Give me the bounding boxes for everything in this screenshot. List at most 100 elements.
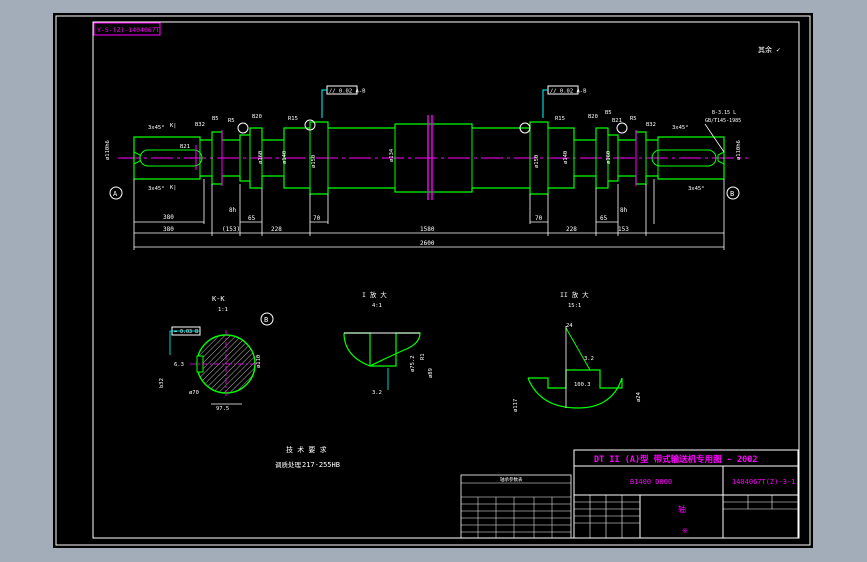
section-k-dim-110: ø110	[256, 355, 262, 368]
section-k-dim-975: 97.5	[216, 406, 229, 412]
dim-65-left: 65	[248, 215, 256, 222]
roughness-note: 其余 ✓	[758, 45, 780, 54]
left-chamfer-top: 3x45°	[148, 125, 165, 131]
mid-dia-150-l: ø150	[311, 155, 317, 168]
dim-1580: 1580	[420, 226, 435, 233]
detail-2-title: II 放 大	[560, 290, 589, 299]
detail-circle-I-right	[519, 122, 531, 134]
dim-380-top: 380	[163, 214, 174, 221]
paper-sheet	[53, 13, 813, 548]
right-center-label: B-3.15 L	[712, 110, 736, 116]
title-block-main: DT II (A)型 带式输送机专用图 - 2002	[594, 454, 758, 465]
detail-2-dim-1003: 100.3	[574, 382, 591, 388]
right-num-b5: B5	[605, 110, 612, 116]
right-keyway	[651, 149, 717, 167]
outer-frame	[55, 15, 811, 546]
detail-circle-I-left	[304, 119, 316, 131]
inner-frame	[92, 21, 800, 539]
section-k-scale: 1:1	[218, 307, 228, 313]
notes-title: 技 术 要 求	[286, 445, 327, 454]
dim-70-right: 70	[535, 215, 543, 222]
mid-dia-160-r: ø160	[606, 151, 612, 164]
section-k-dim-63: 6.3	[174, 362, 184, 368]
datum-b-circle	[726, 186, 740, 200]
detail-1-dim-32: 3.2	[372, 390, 382, 396]
right-center-hole	[717, 151, 725, 165]
datum-b-label: B	[730, 190, 734, 198]
dim-8h-right: 8h	[620, 207, 628, 214]
title-block-left-code: B1400 D800	[630, 478, 672, 486]
code-box	[93, 22, 161, 36]
left-k-top: K|	[170, 123, 177, 129]
dim-8h-left: 8h	[229, 207, 237, 214]
section-k-view: K-K 1:1 B = 0.03 B ø110 b32 97.5 6.3 ø70	[159, 295, 274, 412]
right-b32-label: B32	[646, 122, 656, 128]
detail-1-dim-89: ø89	[428, 368, 434, 378]
dim-228-right: 228	[566, 226, 577, 233]
tol-leader-left	[321, 89, 327, 118]
detail-2-dim-24: 24	[566, 323, 573, 329]
right-chamfer-bottom: 3x45°	[688, 186, 705, 192]
right-num-b21: B21	[612, 118, 622, 124]
notes-line1: 调质处理	[275, 460, 302, 469]
dim-70-left: 70	[313, 215, 321, 222]
section-k-leader	[169, 330, 200, 355]
mid-dia-160-l: ø160	[258, 151, 264, 164]
tol-frame-left-text: // 0.02 A-B	[329, 89, 366, 95]
left-k-bottom: K|	[170, 185, 177, 191]
detail-circle-II-right	[616, 122, 628, 134]
left-num-r15: R15	[288, 116, 298, 122]
left-chamfer-bottom: 3x45°	[148, 186, 165, 192]
main-shaft-view: // 0.02 A-B // 0.02 A-B A B ø110h6 B32 K…	[105, 85, 748, 250]
dim-overall: 2600	[420, 240, 435, 247]
title-block-grid	[574, 495, 798, 538]
detail-circle-II-left	[237, 122, 249, 134]
dimension-lines	[134, 221, 724, 248]
notes-line2: 217-255HB	[302, 461, 340, 469]
dim-153-right: 153	[618, 226, 629, 233]
param-table-header: 轴承参数表	[500, 476, 523, 483]
left-num-r5: R5	[228, 118, 235, 124]
dim-65-right: 65	[600, 215, 608, 222]
title-block-part-name: 轴	[678, 504, 686, 514]
left-center-hole	[133, 151, 141, 165]
right-chamfer-top: 3x45°	[672, 125, 689, 131]
right-num-r5: R5	[630, 116, 637, 122]
left-num-b5: B5	[212, 116, 219, 122]
section-k-marker-text: B	[264, 316, 268, 324]
mid-dia-140-r: ø140	[563, 151, 569, 164]
detail-1-title: I 放 大	[362, 290, 387, 299]
section-k-title: K-K	[212, 295, 225, 303]
datum-a-circle	[109, 186, 123, 200]
dim-228-left: 228	[271, 226, 282, 233]
tol-frame-right-text: // 0.02 A-B	[550, 89, 587, 95]
left-num-b21: B21	[180, 144, 190, 150]
top-left-code: Y-S-(Z)-1404067T	[97, 26, 160, 34]
right-center-leader	[704, 123, 725, 153]
extension-lines	[133, 179, 725, 250]
tol-leader-right	[542, 89, 548, 118]
left-num-b20: B20	[252, 114, 262, 120]
dim-153-left: (153)	[222, 226, 240, 233]
title-block-drawing-no: 1404067T(Z)-3-1	[732, 478, 795, 486]
detail-1-dim-r1: R1	[420, 353, 426, 360]
dim-380: 380	[163, 226, 174, 233]
section-k-tolbox-text: = 0.03 B	[174, 329, 198, 335]
detail-1-dim-752: ø75.2	[410, 355, 416, 372]
right-dia-label: ø110h6	[736, 140, 742, 160]
mid-dia-140-l: ø140	[282, 151, 288, 164]
title-block-frame	[573, 449, 799, 539]
title-block-mark: ※	[682, 527, 688, 535]
section-k-dim-70: ø70	[189, 390, 199, 396]
detail-2-dim-24b: ø24	[636, 391, 642, 402]
param-table-grid	[461, 482, 571, 538]
detail-1-scale: 4:1	[372, 303, 382, 309]
detail-2-dim-32: 3.2	[584, 356, 594, 362]
right-num-r15: R15	[555, 116, 565, 122]
detail-2-view: II 放 大 15:1 24 100.3 ø117 ø24 3.2	[513, 290, 642, 412]
section-k-marker	[260, 312, 274, 326]
mid-dia-150-r: ø150	[534, 155, 540, 168]
detail-2-scale: 15:1	[568, 303, 581, 309]
